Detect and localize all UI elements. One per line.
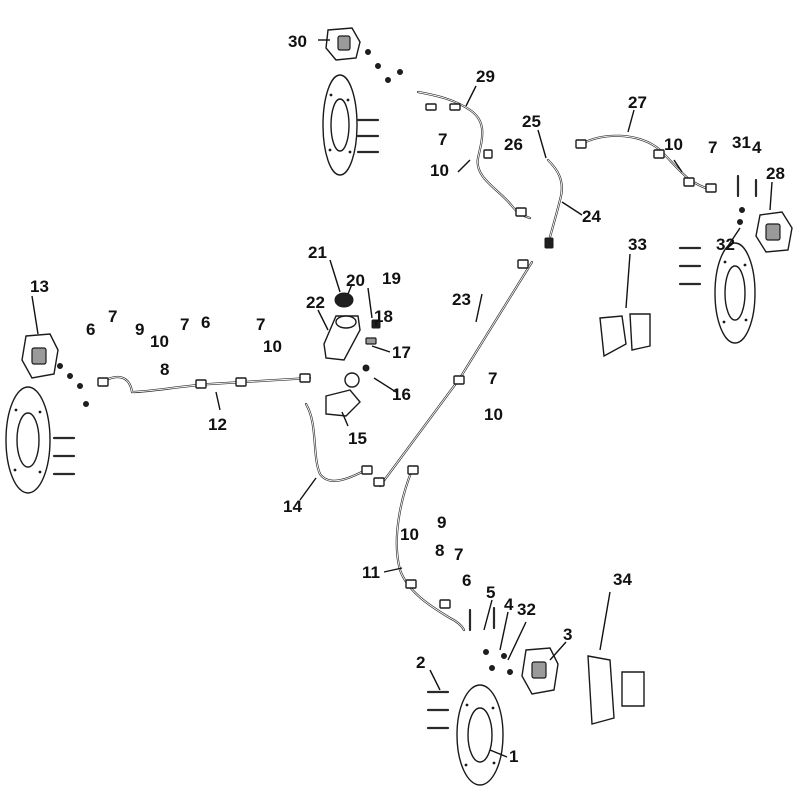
callout-33: 33 bbox=[628, 235, 647, 254]
callout-15: 15 bbox=[348, 429, 367, 448]
brake-line-11 bbox=[395, 468, 466, 632]
washers bbox=[57, 49, 745, 675]
callout-6: 6 bbox=[201, 313, 210, 332]
callout-6: 6 bbox=[462, 571, 471, 590]
callout-7: 7 bbox=[180, 315, 189, 334]
callout-1: 1 bbox=[509, 747, 518, 766]
callout-7: 7 bbox=[488, 369, 497, 388]
caliper-bolts bbox=[52, 118, 758, 730]
brake-line-24 bbox=[546, 158, 563, 246]
callout-8: 8 bbox=[435, 541, 444, 560]
callout-10: 10 bbox=[664, 135, 683, 154]
callout-26: 26 bbox=[504, 135, 523, 154]
caliper-13 bbox=[21, 333, 59, 379]
brake-line-27 bbox=[578, 134, 716, 192]
callout-6: 6 bbox=[86, 320, 95, 339]
brake-line-12 bbox=[100, 375, 312, 394]
callout-13: 13 bbox=[30, 277, 49, 296]
caliper-3 bbox=[521, 647, 559, 695]
callout-32: 32 bbox=[517, 600, 536, 619]
callout-12: 12 bbox=[208, 415, 227, 434]
callout-20: 20 bbox=[346, 271, 365, 290]
callout-24: 24 bbox=[582, 207, 601, 226]
callout-7: 7 bbox=[454, 545, 463, 564]
callout-7: 7 bbox=[256, 315, 265, 334]
callout-9: 9 bbox=[437, 513, 446, 532]
callout-3: 3 bbox=[563, 625, 572, 644]
brake-line-29 bbox=[416, 90, 532, 220]
callout-28: 28 bbox=[766, 164, 785, 183]
callout-25: 25 bbox=[522, 112, 541, 131]
line-fittings bbox=[97, 103, 717, 609]
callout-16: 16 bbox=[392, 385, 411, 404]
callout-10: 10 bbox=[430, 161, 449, 180]
callout-22: 22 bbox=[306, 293, 325, 312]
callout-7: 7 bbox=[438, 130, 447, 149]
callout-32: 32 bbox=[716, 235, 735, 254]
callout-14: 14 bbox=[283, 497, 302, 516]
callout-34: 34 bbox=[613, 570, 632, 589]
callout-2: 2 bbox=[416, 653, 425, 672]
brake-disc-front-right bbox=[322, 74, 358, 176]
callout-9: 9 bbox=[135, 320, 144, 339]
leader-lines bbox=[31, 39, 773, 758]
master-cylinder-assembly bbox=[323, 292, 381, 417]
callout-30: 30 bbox=[288, 32, 307, 51]
callout-4: 4 bbox=[504, 595, 514, 614]
callout-5: 5 bbox=[486, 583, 495, 602]
callout-27: 27 bbox=[628, 93, 647, 112]
callout-7: 7 bbox=[108, 307, 117, 326]
brake-disc-rear-left bbox=[456, 684, 504, 786]
brake-pads-33 bbox=[599, 313, 651, 358]
callout-17: 17 bbox=[392, 343, 411, 362]
callout-8: 8 bbox=[160, 360, 169, 379]
brake-line-14 bbox=[304, 402, 372, 482]
callout-19: 19 bbox=[382, 269, 401, 288]
brake-disc-rear-right bbox=[714, 242, 756, 344]
brake-pads-34 bbox=[587, 655, 645, 725]
callout-10: 10 bbox=[150, 332, 169, 351]
callout-10: 10 bbox=[484, 405, 503, 424]
callout-4: 4 bbox=[752, 138, 762, 157]
callout-7: 7 bbox=[708, 138, 717, 157]
callout-18: 18 bbox=[374, 307, 393, 326]
callout-21: 21 bbox=[308, 243, 327, 262]
callout-labels: 1 2 3 4 4 5 6 6 6 7 7 7 7 7 7 7 8 8 9 9 … bbox=[30, 32, 785, 766]
callout-29: 29 bbox=[476, 67, 495, 86]
brake-disc-front-left bbox=[5, 386, 51, 494]
callout-10: 10 bbox=[263, 337, 282, 356]
callout-31: 31 bbox=[732, 133, 751, 152]
callout-23: 23 bbox=[452, 290, 471, 309]
disc-perforations bbox=[13, 93, 748, 767]
caliper-30 bbox=[325, 27, 361, 61]
callout-11: 11 bbox=[362, 563, 380, 582]
callout-10: 10 bbox=[400, 525, 419, 544]
caliper-28 bbox=[755, 211, 793, 253]
